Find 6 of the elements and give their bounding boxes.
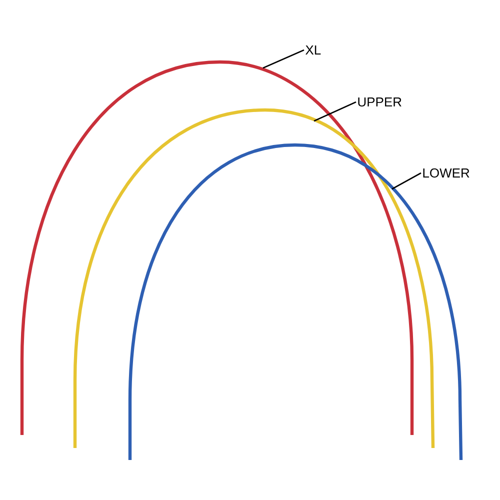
wire-label: XL xyxy=(306,46,321,54)
leader-line xyxy=(392,172,422,190)
wire-label: LOWER xyxy=(423,168,470,178)
leader-line xyxy=(262,49,304,69)
leader-line xyxy=(314,101,356,122)
arch-wire xyxy=(20,60,414,435)
